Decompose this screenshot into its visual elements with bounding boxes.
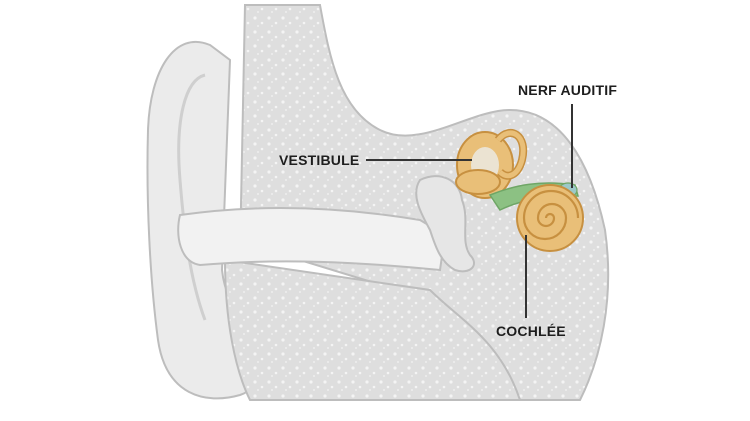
- vestibule-label: VESTIBULE: [279, 152, 360, 168]
- pinna-fold: [177, 73, 207, 321]
- vestibule: [455, 169, 501, 195]
- semicircular-canal-top-inner: [496, 130, 526, 179]
- lower-tissue: [223, 258, 522, 401]
- nerf-auditif-label: NERF AUDITIF: [518, 82, 618, 98]
- ossicles: [415, 175, 475, 273]
- cochlee-label: COCHLÉE: [496, 323, 566, 339]
- cochlea-spiral: [522, 189, 580, 241]
- ear-canal: [177, 207, 447, 272]
